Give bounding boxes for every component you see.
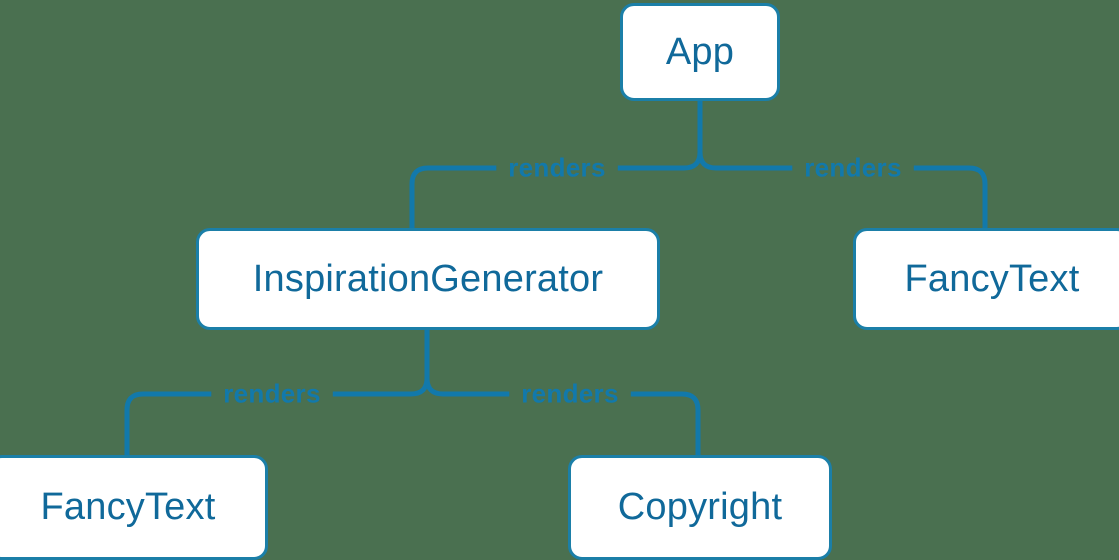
node-fancytext-right[interactable]: FancyText bbox=[853, 228, 1119, 330]
edge-label-mask bbox=[496, 150, 618, 186]
node-app[interactable]: App bbox=[620, 3, 780, 101]
edge-label-inspiration-generator-to-copyright: renders bbox=[521, 378, 619, 409]
node-app-label: App bbox=[665, 30, 735, 73]
node-copyright[interactable]: Copyright bbox=[568, 455, 832, 560]
edge-app-to-fancytext-right bbox=[697, 149, 988, 231]
edge-label-mask bbox=[792, 150, 914, 186]
edge-app-to-inspiration-generator bbox=[409, 149, 703, 231]
node-fancytext-bottom[interactable]: FancyText bbox=[0, 455, 268, 560]
node-inspiration-generator-label: InspirationGenerator bbox=[252, 257, 604, 300]
edge-label-mask bbox=[509, 376, 631, 412]
node-fancytext-bottom-label: FancyText bbox=[40, 486, 216, 528]
node-fancytext-right-label: FancyText bbox=[904, 257, 1080, 300]
edge-label-inspiration-generator-to-fancytext-bottom: renders bbox=[223, 378, 321, 409]
edge-inspiration-generator-to-fancytext-bottom bbox=[124, 375, 430, 458]
edge-label-app-to-inspiration-generator: renders bbox=[508, 152, 606, 183]
node-copyright-label: Copyright bbox=[617, 486, 783, 528]
node-inspiration-generator[interactable]: InspirationGenerator bbox=[196, 228, 660, 330]
edge-label-app-to-fancytext-right: renders bbox=[804, 152, 902, 183]
edge-label-mask bbox=[211, 376, 333, 412]
edge-inspiration-generator-to-copyright bbox=[424, 375, 701, 458]
